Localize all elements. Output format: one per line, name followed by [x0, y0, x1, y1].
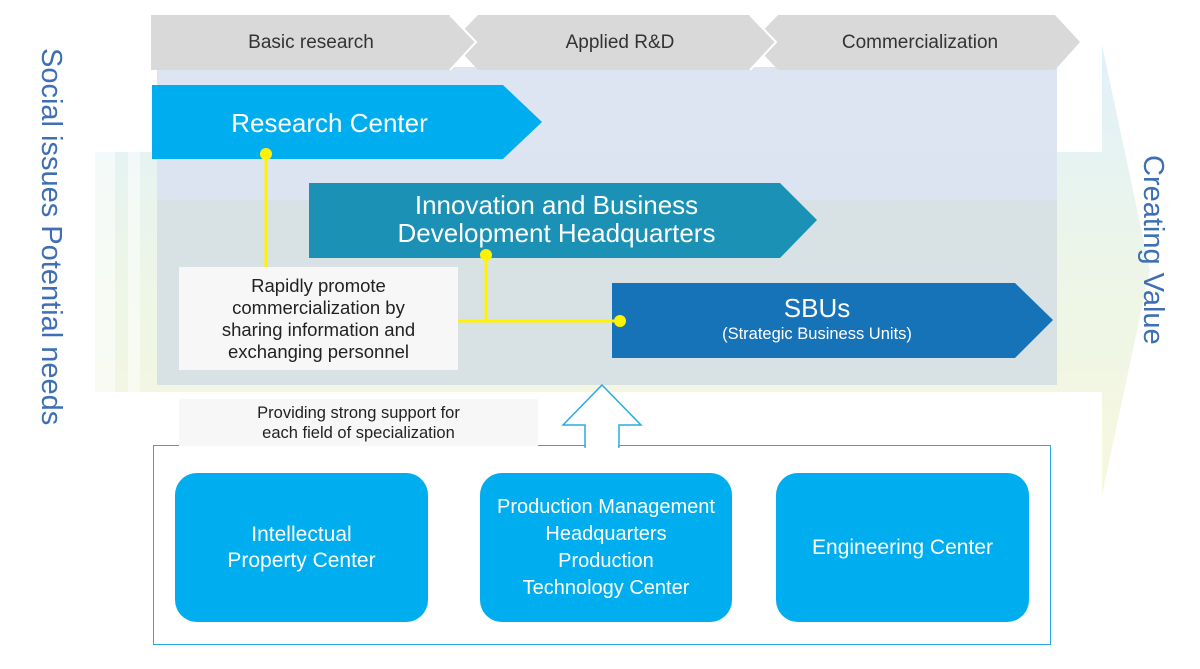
- innovation-hq-line: Innovation and Business: [414, 190, 699, 220]
- research-center-arrow: [152, 85, 542, 159]
- flow-stripe: [95, 152, 115, 392]
- center-line: Production Management: [497, 495, 715, 518]
- stage-label-commercial: Commercialization: [841, 32, 999, 53]
- flow-stripe: [128, 152, 140, 392]
- note-line: Rapidly promote: [251, 274, 386, 296]
- center-line: Production: [558, 549, 654, 572]
- support-note: Providing strong support for each field …: [179, 399, 538, 446]
- innovation-hq-label: Innovation and Business Development Head…: [309, 191, 804, 247]
- connector-node: [260, 148, 272, 160]
- stage-chevron-applied: [452, 15, 776, 70]
- stage-label-basic: Basic research: [248, 32, 374, 53]
- engineering-center: Engineering Center: [776, 473, 1029, 622]
- innovation-hq-line: Development Headquarters: [397, 218, 716, 248]
- center-line: Technology Center: [522, 576, 690, 599]
- center-line: Intellectual: [251, 522, 352, 546]
- support-note-line: each field of specialization: [262, 423, 455, 442]
- sbus-arrow: [612, 283, 1053, 358]
- center-line: Property Center: [227, 548, 376, 572]
- note-line: commercialization by: [232, 296, 405, 318]
- center-line: Headquarters: [545, 522, 667, 545]
- note-line: exchanging personnel: [227, 340, 410, 362]
- stage-label-applied: Applied R&D: [565, 32, 675, 53]
- connector-node: [614, 315, 626, 327]
- sbus-label: SBUs (Strategic Business Units): [612, 293, 1022, 345]
- note-line: sharing information and: [221, 318, 416, 340]
- connector-node: [480, 249, 492, 261]
- production-management-hq: Production Management Headquarters Produ…: [480, 473, 732, 622]
- sbus-subtitle: (Strategic Business Units): [722, 325, 912, 343]
- support-note-line: Providing strong support for: [257, 403, 460, 422]
- stage-chevron-commercial: [752, 15, 1080, 70]
- stage-chevron-basic: [151, 15, 476, 70]
- innovation-hq-arrow: [309, 183, 817, 258]
- research-center-label: Research Center: [231, 108, 428, 138]
- right-side-label: Creating Value: [1137, 155, 1169, 345]
- collaboration-note: Rapidly promote commercialization by sha…: [179, 267, 458, 370]
- center-line: Engineering Center: [812, 535, 993, 559]
- left-side-label: Social issues Potential needs: [35, 48, 67, 426]
- intellectual-property-center: Intellectual Property Center: [175, 473, 428, 622]
- support-arrow-icon: [561, 383, 643, 449]
- sbus-title: SBUs: [783, 293, 851, 323]
